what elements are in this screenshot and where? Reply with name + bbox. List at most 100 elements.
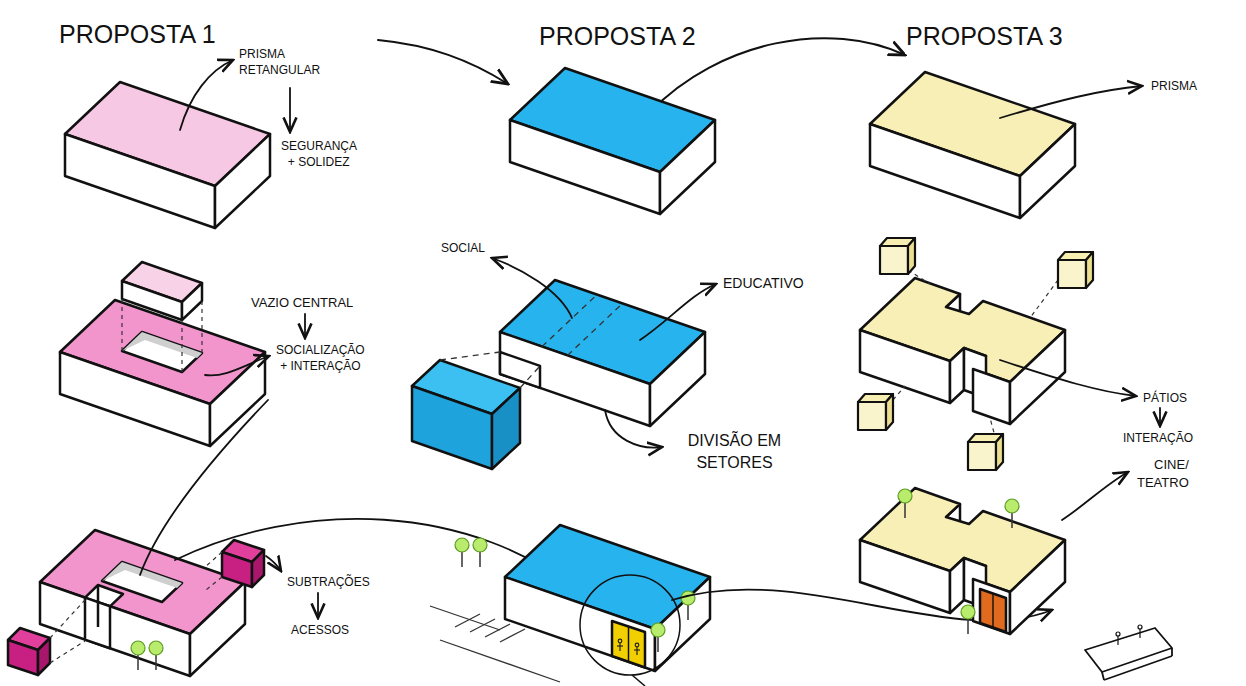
prism-volume xyxy=(870,72,1075,218)
patio-volume xyxy=(950,348,964,403)
leader-arrow xyxy=(1062,472,1128,520)
projection-line xyxy=(50,600,85,638)
column-heading-box: PROPOSTA 1 xyxy=(58,18,217,52)
annotation: EDUCATIVO xyxy=(722,274,805,293)
annotation: SOCIALIZAÇÃO + INTERAÇÃO xyxy=(275,342,366,374)
tree xyxy=(961,605,975,634)
leader-arrow xyxy=(1000,86,1142,118)
subtraction-volume xyxy=(97,585,100,627)
central-void-volume xyxy=(122,332,202,358)
leader-arrow xyxy=(205,356,269,375)
floating-cube xyxy=(1058,252,1093,288)
leader-arrow xyxy=(492,258,1052,621)
leader-arrow xyxy=(317,593,319,618)
tree xyxy=(455,538,695,652)
tree xyxy=(131,641,163,670)
leader-arrow xyxy=(640,284,716,340)
subtraction-volume xyxy=(102,562,182,588)
ground-line xyxy=(485,624,510,637)
ground-line xyxy=(455,614,480,627)
patio-volume xyxy=(1010,330,1065,424)
annotation: CINE/ TEATRO xyxy=(1136,456,1190,491)
tree xyxy=(455,538,469,567)
central-void-volume xyxy=(60,300,265,446)
prism-volume xyxy=(65,82,270,228)
highlight-circle xyxy=(580,575,680,675)
tree xyxy=(131,641,145,670)
stage-sketch xyxy=(1104,656,1172,680)
leader-arrow xyxy=(266,556,281,571)
sector-volume xyxy=(412,280,705,469)
column-heading: PROPOSTA 3 xyxy=(905,20,1064,54)
annotation: PRISMA RETANGULAR xyxy=(238,46,321,78)
ground-line xyxy=(500,629,525,642)
annotation: SEGURANÇA + SOLIDEZ xyxy=(280,138,357,170)
prism-volume xyxy=(870,72,1075,218)
projection-line xyxy=(181,320,182,372)
subtraction-volume xyxy=(40,530,245,676)
leader-arrow xyxy=(289,88,291,132)
ground-line xyxy=(470,619,495,632)
projection-line xyxy=(201,301,202,353)
cinema-volume xyxy=(992,594,993,628)
leader-arrow xyxy=(605,410,662,448)
prism-volume xyxy=(510,68,715,214)
tree xyxy=(1005,499,1019,528)
people-figure xyxy=(617,645,623,646)
tree xyxy=(149,641,163,670)
annotation-box: INTERAÇÃO xyxy=(1122,430,1194,446)
cinema-volume xyxy=(950,558,964,613)
cinema-volume xyxy=(860,540,950,613)
tree xyxy=(898,489,1019,634)
subtraction-volume xyxy=(8,628,50,675)
projection-line xyxy=(204,552,222,568)
projection-line xyxy=(893,270,1058,440)
tree xyxy=(898,489,912,518)
column-heading-box: PROPOSTA 2 xyxy=(538,20,697,54)
leader-arrow xyxy=(140,400,268,575)
column-heading-box: PROPOSTA 3 xyxy=(905,20,1064,54)
floating-cube xyxy=(968,434,1003,470)
annotation: SOCIAL xyxy=(440,240,486,256)
projection-line xyxy=(50,641,85,663)
stage-sketch xyxy=(1116,632,1120,636)
annotation: SUBTRAÇÕES xyxy=(286,574,371,590)
stage-sketch xyxy=(1102,672,1104,680)
cinema-volume xyxy=(973,579,1010,634)
central-void-volume xyxy=(182,283,202,320)
subtraction-volume xyxy=(8,530,264,676)
patio-volume xyxy=(860,330,950,403)
floating-cube xyxy=(858,238,1093,470)
ground-line xyxy=(440,640,560,682)
projection-line xyxy=(908,270,930,284)
annotation-box: PÁTIOS xyxy=(1142,390,1188,406)
ground-line xyxy=(430,606,560,682)
patio-volume xyxy=(973,369,1010,424)
leader-arrow xyxy=(180,60,233,130)
annotation-box: PRISMA xyxy=(1150,78,1198,94)
sector-division-line xyxy=(440,295,623,388)
sector-volume xyxy=(412,386,492,469)
annotation-box: CINE/ TEATRO xyxy=(1136,456,1190,491)
highlight-circle xyxy=(632,675,645,686)
subtraction-volume xyxy=(222,540,264,587)
prism-volume xyxy=(510,68,715,214)
sector-division-line xyxy=(568,303,623,355)
sector-volume xyxy=(500,280,705,426)
people-figure xyxy=(634,649,640,650)
annotation-box: SUBTRAÇÕES xyxy=(286,574,371,590)
floating-cube xyxy=(858,394,893,430)
annotation: DIVISÃO EM SETORES xyxy=(666,430,803,473)
annotation-box: PRISMA RETANGULAR xyxy=(238,46,321,78)
proposal-arrow xyxy=(378,40,508,84)
stage-sketch xyxy=(1117,636,1118,645)
annotation-box: DIVISÃO EM SETORES xyxy=(666,430,803,473)
projection-line xyxy=(122,299,202,372)
stage-sketch xyxy=(1085,625,1172,680)
leader-arrow xyxy=(1000,86,1160,520)
central-void-volume xyxy=(122,332,202,372)
annotation-box: EDUCATIVO xyxy=(722,274,805,293)
sector-division-line xyxy=(542,295,597,347)
